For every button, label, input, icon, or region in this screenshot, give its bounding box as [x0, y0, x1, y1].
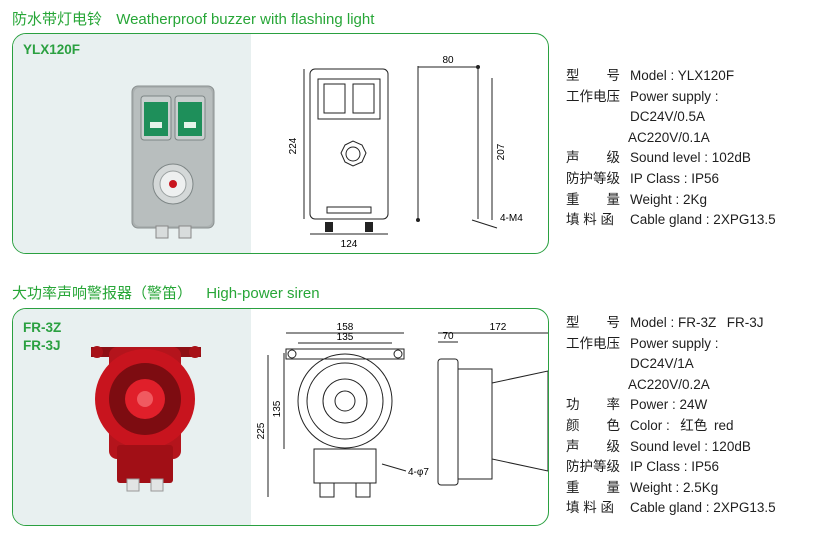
section-2-title-en: High-power siren [206, 285, 320, 302]
dim-158: 158 [337, 322, 354, 333]
spec-row: AC220V/0.1A [628, 129, 710, 145]
dim-width: 124 [341, 239, 358, 250]
dim-top: 80 [442, 55, 454, 66]
section-1-title-en: Weatherproof buzzer with flashing light [116, 11, 375, 28]
dim-135-top: 135 [337, 332, 354, 343]
siren-photo [91, 346, 201, 492]
dim-height: 224 [288, 137, 299, 154]
section-1-title-cn: 防水带灯电铃 [12, 11, 103, 28]
model-label-fr3z: FR-3Z [23, 320, 62, 335]
dim-hole: 4-M4 [500, 213, 523, 224]
buzzer-photo [131, 85, 215, 239]
dim-70: 70 [442, 331, 454, 342]
dim-225: 225 [256, 422, 267, 439]
section-2-panel: FR-3Z FR-3J [12, 308, 549, 526]
model-label-ylx120f: YLX120F [23, 42, 81, 57]
buzzer-drawing: 224 124 80 207 4-M4 [288, 55, 523, 250]
spec-row: DC24V/1A [630, 356, 694, 372]
dim-hole: 4-φ7 [408, 467, 429, 478]
section-2-title-cn: 大功率声响警报器（警笛） [12, 285, 193, 302]
model-label-fr3j: FR-3J [23, 338, 61, 353]
section-1-panel: YLX120F [12, 33, 549, 254]
dim-172: 172 [490, 322, 507, 333]
spec-row: AC220V/0.2A [628, 376, 710, 392]
spec-row: DC24V/0.5A [630, 109, 706, 125]
section-2-title: 大功率声响警报器（警笛） High-power siren [12, 282, 320, 303]
section-1-title: 防水带灯电铃 Weatherproof buzzer with flashing… [12, 8, 374, 29]
dim-inner: 207 [496, 143, 507, 160]
dim-135-side: 135 [272, 400, 283, 417]
siren-drawing: 158 135 225 135 4-φ7 70 172 [256, 322, 548, 498]
